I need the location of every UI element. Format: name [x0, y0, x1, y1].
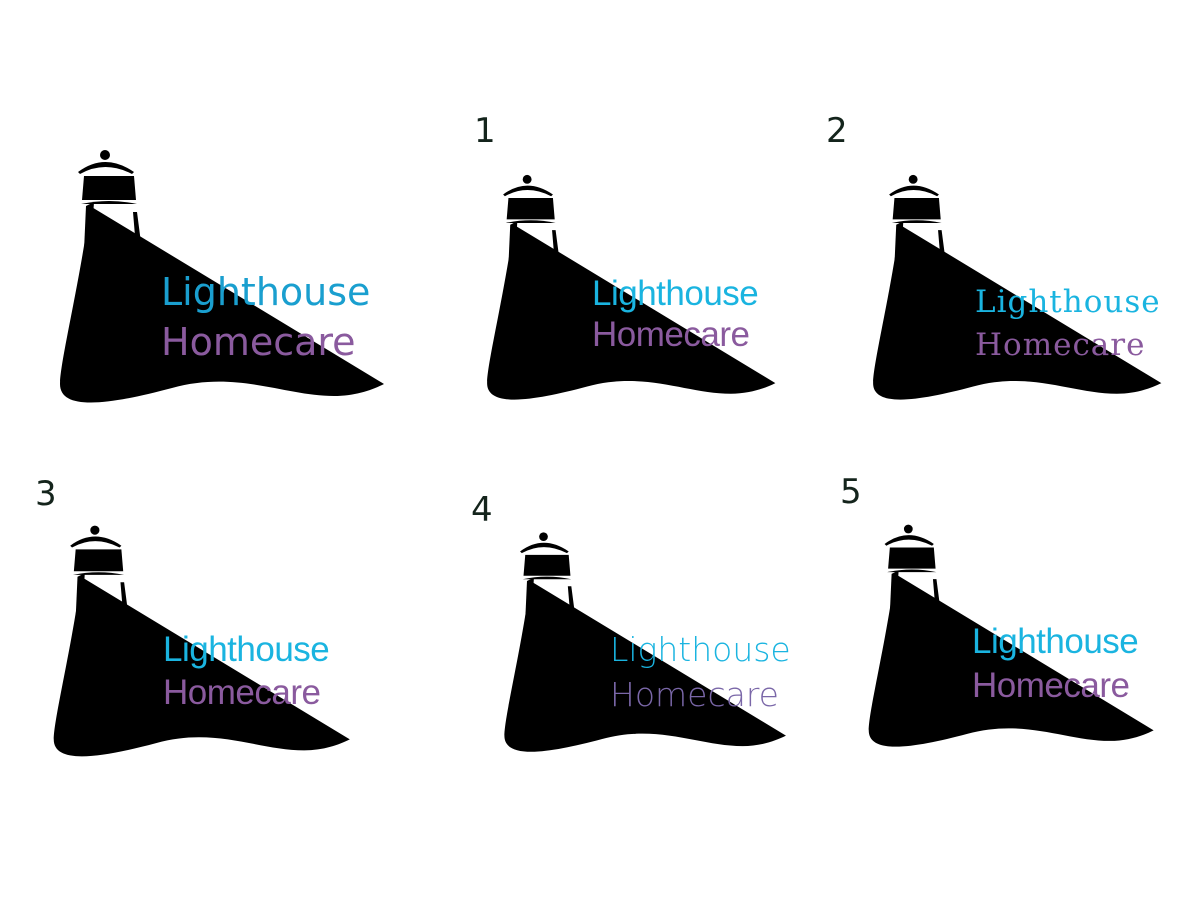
logo-line2: Homecare [972, 666, 1129, 705]
logo-line1: Lighthouse [610, 630, 791, 669]
logo-line2: Homecare [610, 675, 779, 714]
logo-option-3: 3 Lighthouse Homecare [35, 474, 350, 757]
logo-line1: Lighthouse [163, 630, 329, 669]
logo-option-4: 4 Lighthouse Homecare [471, 490, 791, 752]
logo-option-5: 5 Lighthouse Homecare [840, 472, 1154, 747]
logo-line1: Lighthouse [972, 622, 1138, 661]
logo-option-1: 1 Lighthouse Homecare [474, 111, 776, 400]
logo-line2: Homecare [975, 327, 1145, 363]
logo-original: Lighthouse Homecare [60, 127, 384, 403]
logo-line2: Homecare [161, 320, 356, 364]
option-number: 1 [474, 111, 496, 151]
logo-line1: Lighthouse [975, 284, 1161, 320]
option-number: 4 [471, 490, 493, 530]
logo-line2: Homecare [592, 315, 749, 354]
option-number: 2 [826, 111, 848, 151]
logo-option-2: 2 Lighthouse Homecare [826, 111, 1162, 400]
logo-line1: Lighthouse [592, 274, 758, 313]
option-number: 3 [35, 474, 57, 514]
logo-line1: Lighthouse [161, 270, 370, 314]
option-number: 5 [840, 472, 862, 512]
logo-line2: Homecare [163, 673, 320, 712]
